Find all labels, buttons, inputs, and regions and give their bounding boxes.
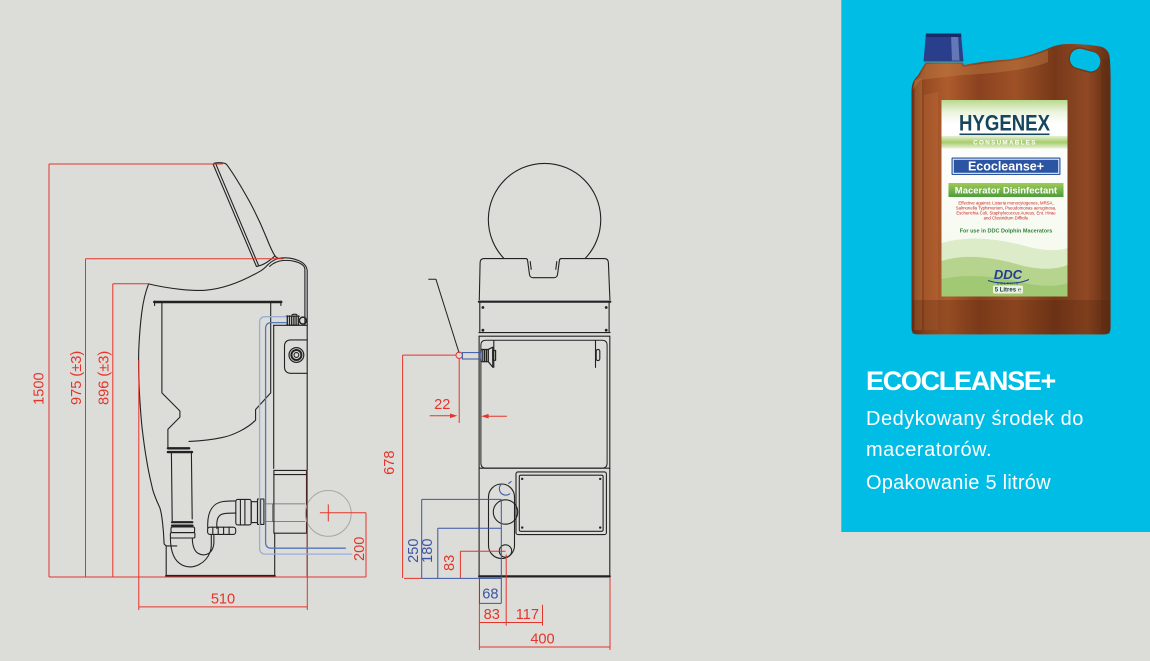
svg-text:250: 250 (406, 539, 422, 563)
svg-text:896 (±3): 896 (±3) (96, 351, 112, 405)
svg-text:400: 400 (530, 631, 554, 647)
svg-text:Ecocleanse+: Ecocleanse+ (968, 160, 1044, 174)
svg-text:22: 22 (434, 397, 450, 413)
svg-text:Macerator Disinfectant: Macerator Disinfectant (955, 186, 1058, 197)
svg-text:For use in DDC Dolphin Macerat: For use in DDC Dolphin Macerators (960, 229, 1053, 235)
svg-text:HYGENEX: HYGENEX (959, 111, 1050, 136)
svg-text:117: 117 (516, 607, 539, 623)
svg-text:975 (±3): 975 (±3) (69, 351, 85, 405)
svg-text:68: 68 (482, 587, 498, 603)
svg-text:Salmonella Typhimurium, Pseudo: Salmonella Typhimurium, Pseudomonas aeru… (956, 206, 1056, 211)
svg-text:5 Litres ℮: 5 Litres ℮ (995, 288, 1022, 294)
svg-text:180: 180 (420, 539, 436, 563)
svg-text:Effective against: Listeria mo: Effective against: Listeria monocytogene… (958, 201, 1053, 206)
svg-text:DOLPHIN: DOLPHIN (997, 282, 1020, 286)
svg-text:and Clostridium Difficile: and Clostridium Difficile (984, 216, 1029, 221)
svg-text:Escherichia Coli, Staphylococc: Escherichia Coli, Staphylococcus Aureus,… (956, 211, 1056, 216)
svg-text:DDC: DDC (994, 267, 1023, 282)
svg-text:CONSUMABLES: CONSUMABLES (973, 140, 1037, 147)
svg-text:83: 83 (484, 607, 500, 623)
svg-text:1500: 1500 (31, 372, 47, 404)
svg-text:510: 510 (211, 591, 235, 607)
svg-text:678: 678 (382, 451, 398, 475)
svg-text:83: 83 (442, 555, 458, 571)
svg-text:200: 200 (352, 537, 368, 561)
